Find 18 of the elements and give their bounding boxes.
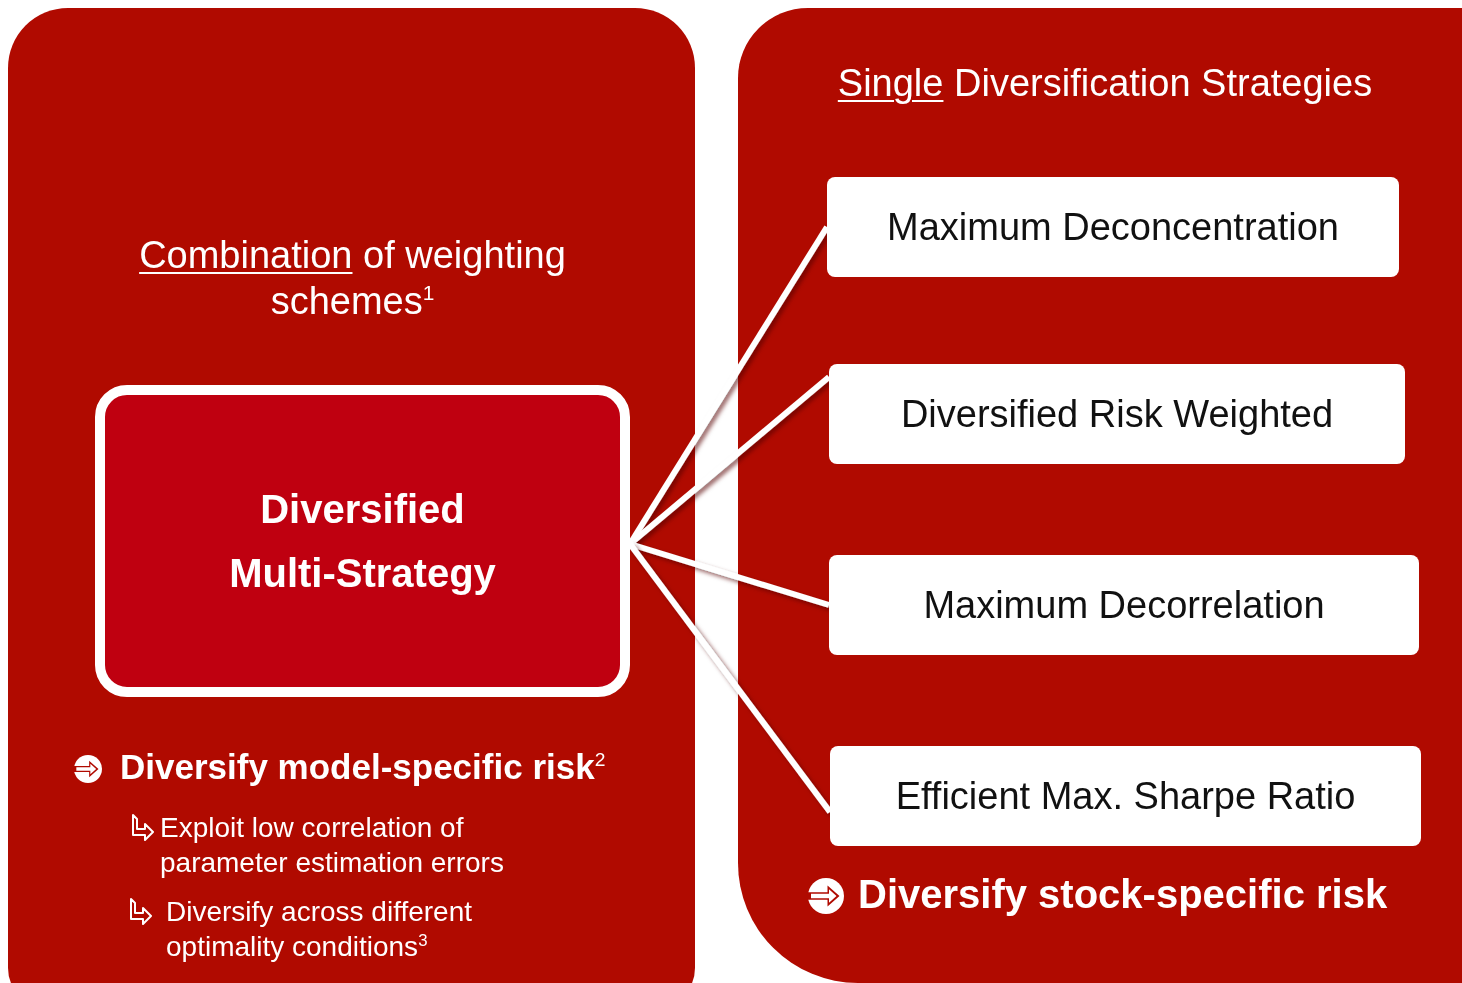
box-label: Diversified Risk Weighted: [900, 392, 1334, 436]
left-panel: [8, 8, 695, 983]
strategy-box: [95, 385, 630, 697]
box-label: Maximum Deconcentration: [887, 205, 1339, 249]
strategy-box: [827, 177, 1399, 277]
right-panel: [738, 8, 1462, 983]
panel-heading: Single Diversification Strategies: [836, 61, 1374, 106]
box-label: Efficient Max. Sharpe Ratio: [895, 774, 1356, 818]
box-label: Diversified Multi-Strategy: [228, 486, 497, 597]
bullet-heading: Diversify model-specific risk$^{2}$: [120, 747, 606, 787]
strategy-box: [829, 555, 1419, 655]
strategy-box: [830, 746, 1421, 846]
bullet-heading: Diversify stock-specific risk: [858, 872, 1388, 917]
strategy-box: [829, 364, 1405, 464]
panel-heading: Combination of weighting schemes$^{1}$: [138, 233, 567, 324]
sub-bullet-text: Exploit low correlation of parameter estimation errors: [160, 811, 505, 880]
sub-bullet-text: Diversify across different optimality conditions$^{3}$: [166, 895, 474, 964]
box-label: Maximum Decorrelation: [923, 583, 1325, 627]
